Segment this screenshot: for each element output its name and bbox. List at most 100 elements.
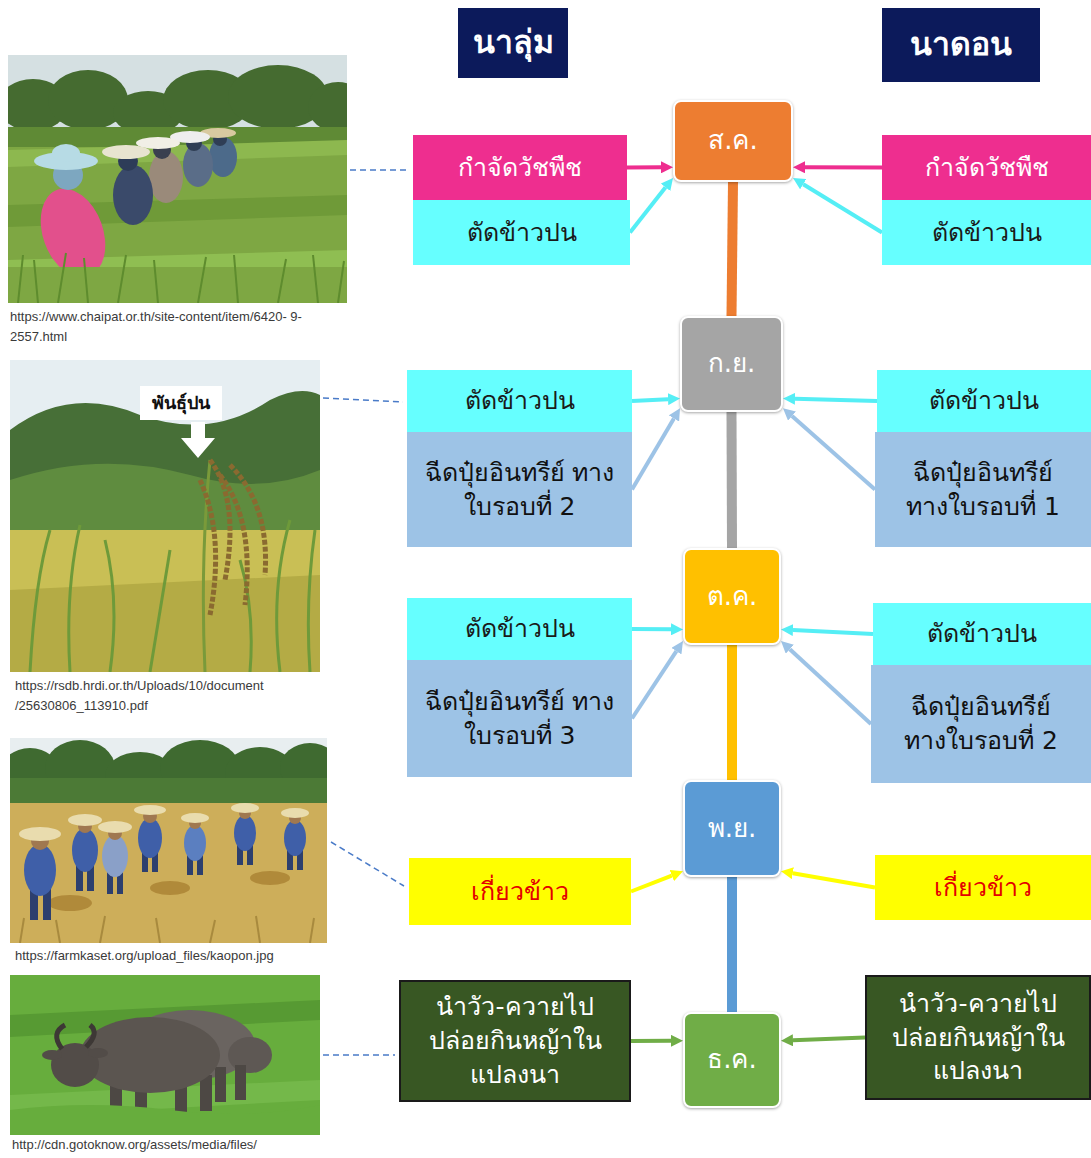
weeding-photo (34, 260, 38, 303)
rice-photo (150, 550, 170, 672)
timeline-segment (727, 412, 738, 548)
node-text: นาลุ่ม (473, 21, 554, 64)
arrow-connector (632, 651, 676, 718)
buffalo-photo (10, 1105, 320, 1135)
weeding-photo (154, 260, 158, 303)
arrow-connector (793, 1038, 865, 1041)
arrow-connector (627, 165, 661, 169)
weeding-photo (113, 165, 153, 225)
timeline-segment (727, 645, 737, 780)
node-text: นำวัว-ควายไป ปล่อยกินหญ้าใน แปลงนา (415, 990, 615, 1091)
rice-photo (181, 422, 215, 458)
weeding-photo (84, 258, 88, 303)
weeding-photo (149, 151, 183, 203)
node-text: ส.ค. (708, 123, 758, 158)
node-text: กำจัดวัชพืช (925, 151, 1049, 185)
task-box: เกี่ยวข้าว (875, 855, 1091, 920)
task-box: ตัดข้าวปน (882, 200, 1091, 265)
node-text: นำวัว-ควายไป ปล่อยกินหญ้าใน แปลงนา (881, 987, 1075, 1088)
weeding-photo (8, 65, 347, 135)
node-text: ตัดข้าวปน (465, 612, 575, 646)
harvest-photo (98, 821, 132, 833)
leader-line (323, 398, 403, 402)
rice-photo (105, 540, 114, 672)
harvest-photo (68, 814, 102, 826)
rice-photo (30, 530, 50, 672)
task-box: ตัดข้าวปน (873, 603, 1091, 665)
harvest-photo (24, 844, 56, 896)
rice-photo (10, 360, 320, 672)
harvest-photo (19, 827, 61, 841)
arrow-connector (793, 873, 875, 887)
weeding-photo (18, 255, 23, 303)
buffalo-photo (42, 1050, 62, 1060)
task-box: นำวัว-ควายไป ปล่อยกินหญ้าใน แปลงนา (865, 975, 1091, 1100)
header-box: นาลุ่ม (458, 8, 568, 78)
weeding-photo (52, 144, 80, 162)
harvest-photo (184, 825, 206, 861)
task-box: ตัดข้าวปน (413, 200, 630, 265)
weeding-photo (8, 55, 347, 303)
node-text: ฉีดปุ๋ยอินทรีย์ ทางใบรอบที่ 3 (423, 685, 616, 753)
node-text: ตัดข้าวปน (467, 216, 577, 250)
arrow-connector (631, 876, 672, 892)
weeding-photo (198, 257, 206, 303)
node-text: ธ.ค. (707, 1042, 757, 1077)
rice-photo (230, 465, 266, 575)
task-box: ฉีดปุ๋ยอินทรีย์ ทางใบรอบที่ 2 (407, 432, 632, 547)
harvest-photo (134, 805, 166, 815)
source-url: https://rsdb.hrdi.or.th/Uploads/10/docum… (15, 676, 340, 716)
weeding-photo (278, 259, 286, 303)
harvest-photo (210, 920, 215, 943)
arrow-connector (790, 649, 871, 724)
arrow-connector (631, 1039, 671, 1043)
harvest-photo (100, 916, 105, 943)
task-box: กำจัดวัชพืช (413, 135, 627, 200)
task-box: ฉีดปุ๋ยอินทรีย์ ทางใบรอบที่ 3 (407, 660, 632, 777)
buffalo-photo (228, 1037, 272, 1073)
arrow-connector (795, 399, 877, 401)
harvest-photo (19, 803, 309, 920)
buffalo-photo (80, 1017, 220, 1093)
source-url: https://www.chaipat.or.th/site-content/i… (10, 307, 355, 347)
arrow-connector (803, 184, 882, 232)
arrow-connector (632, 418, 674, 489)
harvest-photo (256, 916, 260, 943)
buffalo-photo (10, 975, 320, 1135)
header-box: นาดอน (882, 8, 1040, 82)
buffalo-photo (215, 1067, 226, 1102)
weeding-photo (308, 82, 347, 132)
rice-photo (10, 530, 320, 672)
month-box: ธ.ค. (683, 1012, 781, 1108)
source-url: https://farmkaset.org/upload_files/kaopo… (15, 946, 274, 966)
arrow-connector (632, 627, 671, 631)
month-box: พ.ย. (683, 780, 781, 877)
harvest-photo (10, 738, 327, 943)
rice-photo (69, 525, 80, 672)
harvest-photo (234, 815, 256, 851)
task-box: กำจัดวัชพืช (882, 135, 1091, 200)
weeding-photo (313, 255, 318, 303)
weeding-photo (234, 255, 238, 303)
arrow-connector (793, 630, 873, 634)
node-text: นาดอน (910, 23, 1012, 66)
buffalo-photo (235, 1065, 246, 1100)
weeding-photo (8, 55, 347, 303)
node-text: ฉีดปุ๋ยอินทรีย์ ทางใบรอบที่ 2 (423, 456, 616, 524)
leader-line (323, 1054, 395, 1056)
source-url: http://cdn.gotoknow.org/assets/media/fil… (12, 1137, 257, 1153)
rice-photo (220, 475, 247, 605)
harvest-photo (56, 920, 60, 943)
task-box: ตัดข้าวปน (407, 598, 632, 660)
harvest-photo (20, 918, 24, 943)
harvest-photo (102, 835, 128, 877)
rice-photo (203, 460, 210, 672)
month-box: ต.ค. (683, 548, 781, 645)
month-box: ส.ค. (673, 100, 793, 182)
leader-line (323, 170, 409, 1055)
harvest-photo (281, 808, 309, 818)
weeding-photo (58, 253, 66, 303)
rice-photo (308, 530, 315, 672)
node-text: ต.ค. (707, 579, 758, 614)
node-text: ก.ย. (708, 346, 756, 381)
